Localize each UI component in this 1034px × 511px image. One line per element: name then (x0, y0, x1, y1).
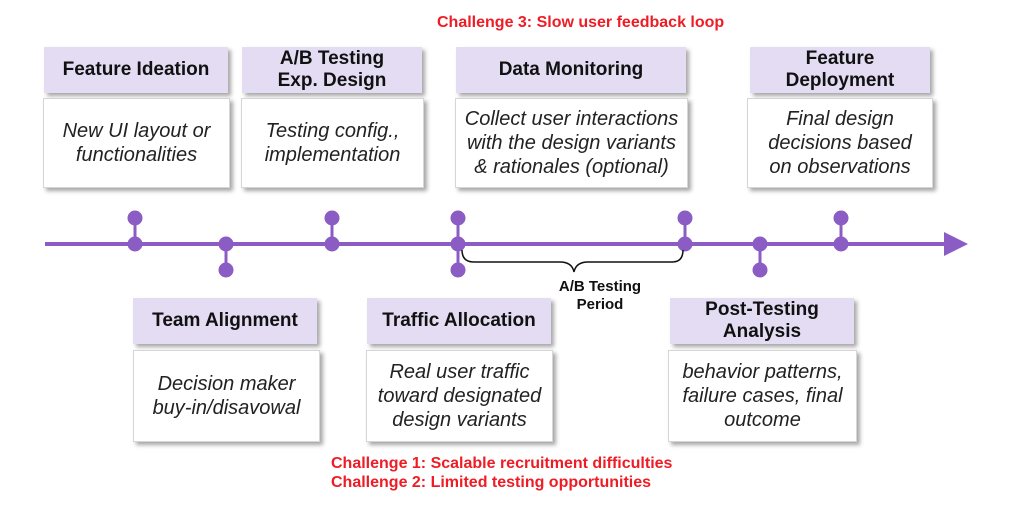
milestone-dot-traffic-bottom (450, 262, 466, 278)
stage-title-traffic-allocation: Traffic Allocation (367, 298, 551, 344)
bottom-milestones (218, 236, 768, 278)
milestone-dot-analysis-bottom (752, 262, 768, 278)
milestone-dot-deployment-axis (833, 236, 849, 252)
milestone-dot-monitoring-start-top (450, 210, 466, 226)
milestone-dot-monitoring-end-top (677, 210, 693, 226)
milestone-dot-analysis-axis (752, 236, 768, 252)
stage-title-feature-deployment: Feature Deployment (750, 47, 930, 93)
stage-title-team-alignment: Team Alignment (133, 298, 317, 344)
stage-desc-feature-deployment: Final design decisions based on observat… (747, 98, 933, 188)
stage-desc-team-alignment: Decision maker buy-in/disavowal (133, 350, 320, 442)
stage-title-feature-ideation: Feature Ideation (44, 47, 228, 93)
stage-desc-ab-exp-design: Testing config., implementation (241, 98, 424, 188)
milestone-dot-ideation-axis (127, 236, 143, 252)
stage-desc-feature-ideation: New UI layout or functionalities (43, 98, 230, 188)
stage-desc-post-testing-analysis: behavior patterns, failure cases, final … (668, 350, 857, 442)
milestone-dot-exp-design-top (324, 210, 340, 226)
milestone-dot-deployment-top (833, 210, 849, 226)
testing-period-brace (461, 249, 684, 273)
stage-desc-data-monitoring: Collect user interactions with the desig… (455, 98, 688, 188)
testing-period-label: A/B Testing Period (558, 278, 642, 313)
stage-title-data-monitoring: Data Monitoring (456, 47, 686, 93)
challenge-2-label: Challenge 2: Limited testing opportuniti… (331, 474, 652, 491)
milestone-dot-monitoring-end-axis (677, 236, 693, 252)
milestone-dot-exp-design-axis (324, 236, 340, 252)
milestone-dot-alignment-axis (218, 236, 234, 252)
stage-title-ab-exp-design: A/B Testing Exp. Design (242, 47, 422, 93)
timeline-arrowhead (944, 232, 968, 256)
milestone-dot-ideation-top (127, 210, 143, 226)
challenge-3-label: Challenge 3: Slow user feedback loop (437, 14, 725, 31)
milestone-dot-alignment-bottom (218, 262, 234, 278)
stage-title-post-testing-analysis: Post-Testing Analysis (670, 298, 854, 344)
stage-desc-traffic-allocation: Real user traffic toward designated desi… (366, 350, 553, 442)
challenge-1-label: Challenge 1: Scalable recruitment diffic… (331, 455, 673, 472)
